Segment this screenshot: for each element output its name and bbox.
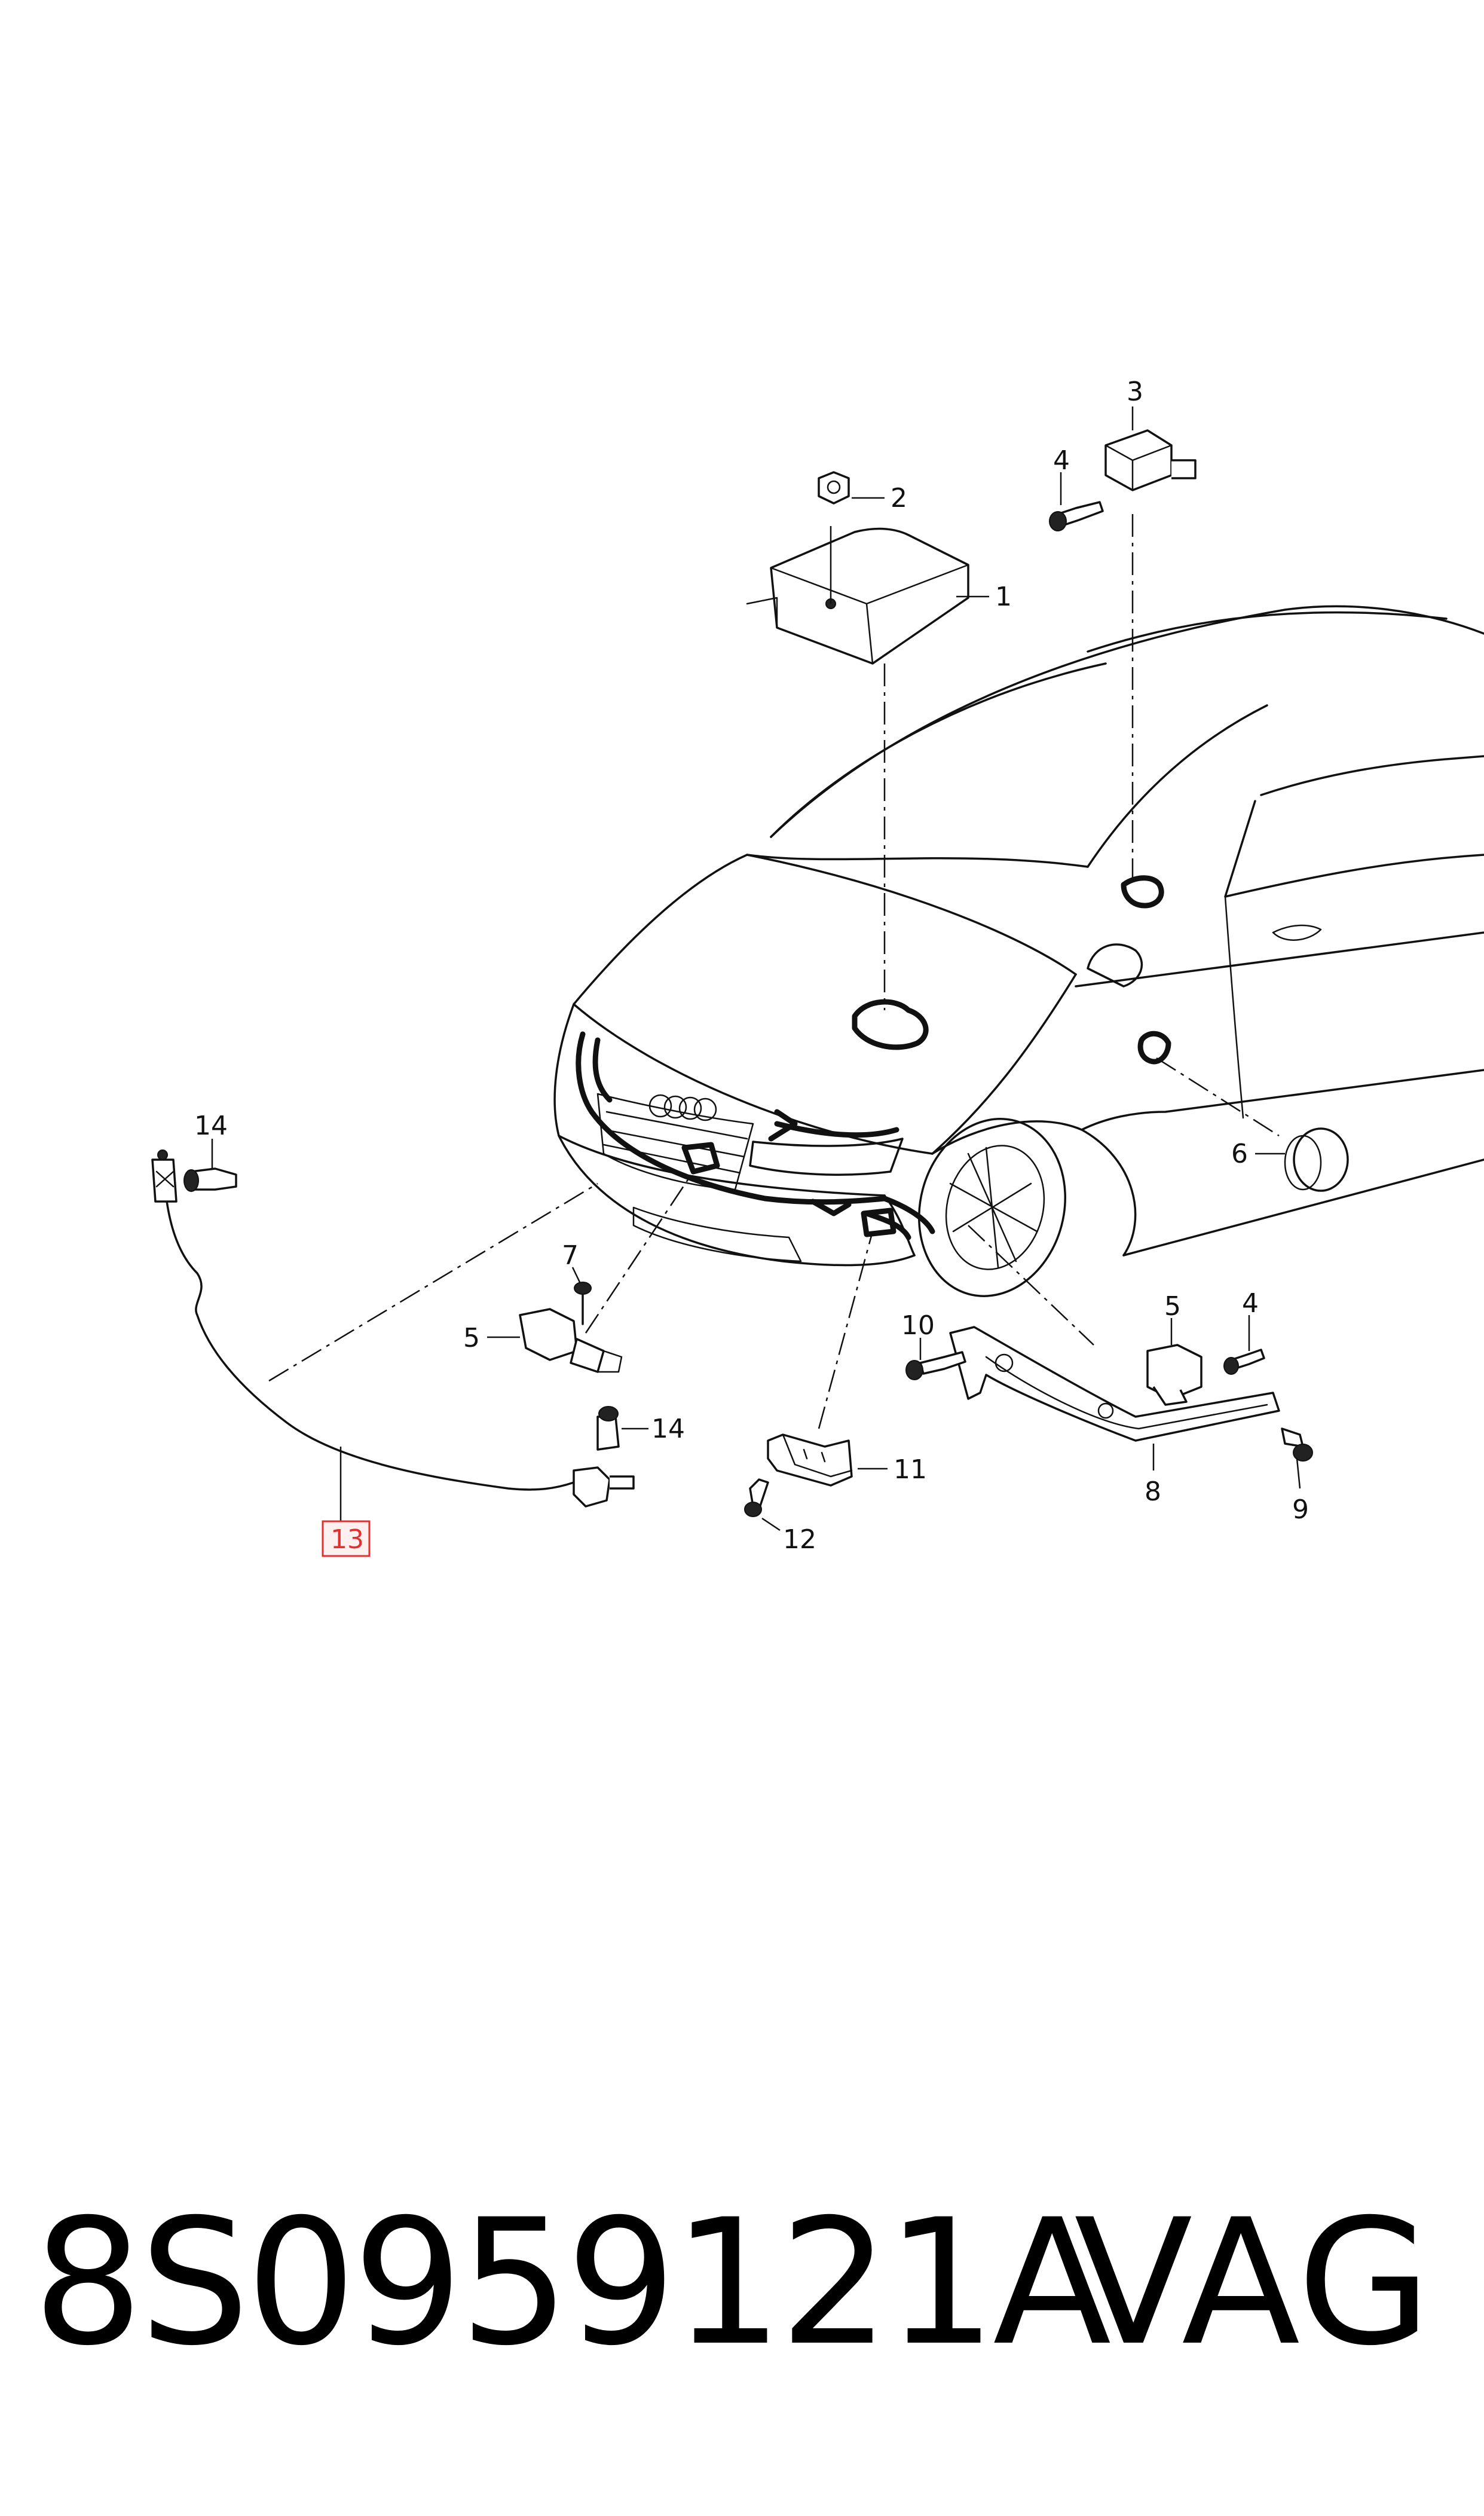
callout-10: 10 [901, 1310, 935, 1341]
mounting-locations [681, 875, 1171, 1237]
wiring-harness-13 [151, 1150, 635, 1508]
callout-8: 8 [1145, 1476, 1161, 1507]
callout-2: 2 [891, 483, 907, 513]
screw-9 [1281, 1427, 1313, 1489]
callout-1: 1 [995, 582, 1012, 612]
callout-13: 13 [331, 1524, 364, 1555]
screw-4-right [1223, 1315, 1265, 1375]
clip-14-right [596, 1406, 648, 1451]
screw-12 [744, 1478, 781, 1531]
sensor-3 [1104, 406, 1197, 491]
clip-14-left [183, 1139, 237, 1192]
callout-11: 11 [894, 1454, 927, 1485]
control-unit-1 [746, 526, 989, 665]
callout-7: 7 [562, 1240, 579, 1271]
part-number: 8S0959121A [33, 2182, 1112, 2384]
callout-14-right: 14 [651, 1414, 685, 1444]
wiring-harness [576, 1031, 935, 1240]
car-body-outline [553, 605, 1484, 1297]
footer-caption: 8S0959121A VAG [33, 2176, 1455, 2391]
callout-4-top: 4 [1053, 445, 1070, 476]
bracket-8 [949, 1326, 1280, 1471]
callout-labels: 1 2 3 4 4 5 5 6 7 8 9 10 11 12 14 14 13 [194, 377, 1309, 1557]
callout-6: 6 [1231, 1139, 1248, 1169]
callout-9: 9 [1292, 1494, 1309, 1525]
sensor-5-left [487, 1308, 623, 1373]
brand-label: VAG [1074, 2182, 1431, 2384]
screw-10 [905, 1338, 966, 1380]
callout-3: 3 [1127, 377, 1143, 407]
callout-4-right: 4 [1242, 1288, 1259, 1319]
callout-5-left: 5 [463, 1323, 480, 1353]
nut-2 [818, 471, 885, 505]
bracket-11 [767, 1433, 888, 1487]
callout-13-highlight-box [322, 1520, 371, 1557]
callout-12: 12 [783, 1524, 816, 1555]
callout-14-left: 14 [194, 1111, 228, 1141]
callout-5-right: 5 [1164, 1291, 1181, 1322]
cap-6 [1255, 1127, 1349, 1192]
assembly-lines [268, 514, 1280, 1429]
screw-4-top [1049, 472, 1104, 531]
sensor-5-right [1146, 1318, 1203, 1406]
screw-7 [571, 1267, 592, 1325]
audi-logo [648, 1094, 717, 1121]
